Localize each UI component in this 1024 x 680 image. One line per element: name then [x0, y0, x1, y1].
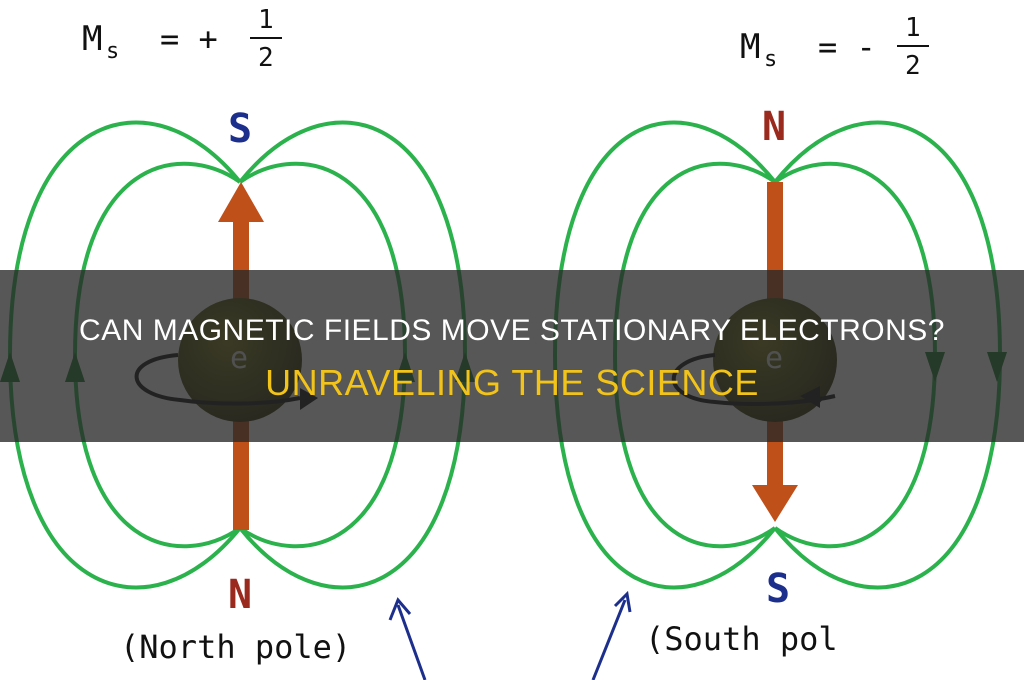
right-ms-equals: = -: [818, 28, 876, 66]
left-ms-subscript: s: [106, 39, 119, 64]
left-caption: (North pole): [120, 628, 351, 666]
right-ms-subscript: s: [764, 47, 777, 72]
left-ms-numerator: 1: [258, 5, 274, 35]
right-caption: (South pol: [645, 620, 838, 658]
title-overlay-band: [0, 270, 1024, 442]
page-title: Can Magnetic Fields Move Stationary Elec…: [79, 314, 945, 347]
left-bottom-pole-label: N: [228, 572, 252, 618]
right-ms-numerator: 1: [905, 13, 921, 43]
right-bottom-pole-label: S: [766, 566, 790, 612]
left-top-pole-label: S: [228, 106, 252, 152]
pointer-arrows: [388, 590, 632, 680]
left-ms-equals: = +: [160, 20, 218, 58]
left-ms-symbol: M: [82, 19, 102, 59]
left-ms-denominator: 2: [258, 43, 274, 73]
right-ms-denominator: 2: [905, 51, 921, 81]
page-subtitle: Unraveling The Science: [265, 362, 759, 403]
right-ms-symbol: M: [740, 27, 760, 67]
right-top-pole-label: N: [762, 104, 786, 150]
